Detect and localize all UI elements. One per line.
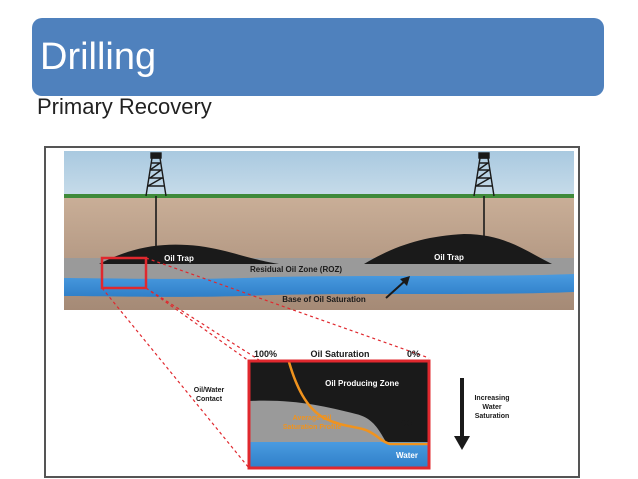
contact-label-line2: Contact — [196, 396, 223, 403]
base-label: Base of Oil Saturation — [282, 295, 366, 304]
producing-zone-label: Oil Producing Zone — [325, 379, 399, 388]
title-bar: Drilling — [32, 18, 604, 96]
reservoir-diagram-svg: Oil Trap Oil Trap Residual Oil Zone (ROZ… — [44, 146, 580, 478]
inset-roz-label: ROZ — [398, 419, 415, 428]
derrick-left-icon — [145, 152, 167, 256]
increasing-label-line1: Increasing — [474, 395, 509, 402]
grass-line — [64, 194, 574, 198]
oil-trap-right-label: Oil Trap — [434, 253, 464, 262]
base-arrow-icon — [385, 276, 410, 299]
zoom-highlight-box — [100, 256, 148, 290]
water-label: Water — [396, 451, 418, 460]
pct-100-label: 100% — [254, 349, 277, 359]
pct-0-label: 0% — [407, 349, 420, 359]
zoom-lines — [101, 257, 430, 469]
water-band — [64, 274, 574, 297]
slide-subtitle: Primary Recovery — [37, 94, 212, 119]
derrick-right-icon — [473, 152, 495, 246]
slide-title: Drilling — [40, 36, 157, 78]
contact-label-line1: Oil/Water — [194, 387, 225, 394]
profile-label-line2: Saturation Profile — [283, 424, 341, 431]
reservoir-diagram: Oil Trap Oil Trap Residual Oil Zone (ROZ… — [44, 146, 580, 478]
saturation-inset — [247, 359, 431, 470]
roz-label: Residual Oil Zone (ROZ) — [250, 265, 342, 274]
increasing-label-line2: Water — [482, 404, 501, 411]
increasing-label-line3: Saturation — [475, 413, 510, 420]
oil-trap-right — [364, 234, 552, 264]
increasing-saturation-arrow-icon — [454, 378, 470, 450]
oil-saturation-label: Oil Saturation — [310, 349, 369, 359]
sky — [64, 151, 574, 195]
oil-trap-left-label: Oil Trap — [164, 254, 194, 263]
profile-label-line1: Average Oil — [293, 415, 332, 422]
saturation-profile-curve — [287, 361, 429, 446]
